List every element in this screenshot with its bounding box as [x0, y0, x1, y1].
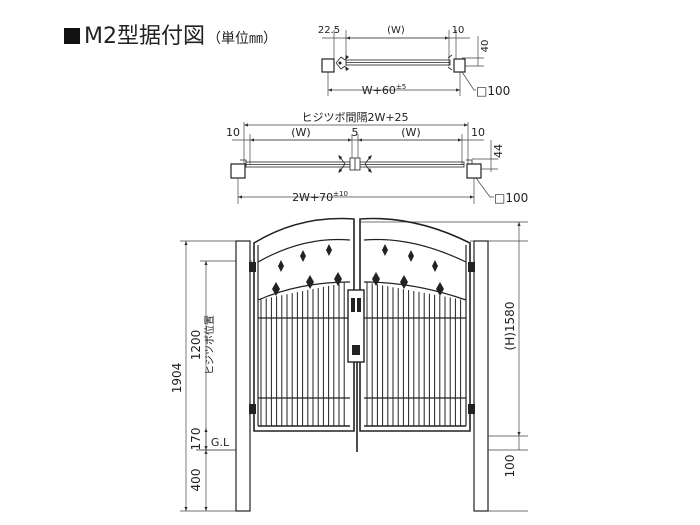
double-post-size: □100	[494, 191, 528, 205]
single-post-size: □100	[476, 84, 510, 98]
double-left-post	[230, 163, 246, 179]
gate-height-dim: (H)1580	[503, 302, 517, 351]
double-right-post	[466, 163, 482, 179]
single-gate-plan: 22.5 (W) 10 40 W+60±5 □100	[318, 25, 510, 98]
double-dim-right: 10	[471, 126, 485, 139]
right-gate-leaf	[359, 217, 471, 432]
ground-clearance-dim: 170	[189, 428, 203, 451]
diagram-title: M2型据付図（単位㎜）	[64, 18, 277, 50]
title-unit: （単位㎜）	[206, 31, 277, 47]
double-dim-left: 10	[226, 126, 240, 139]
right-post	[473, 240, 489, 512]
embed-depth-dim: 400	[189, 469, 203, 492]
upper-left-hinge	[249, 262, 256, 272]
double-dim-width: 2W+70±10	[292, 190, 348, 204]
hinge-spacing-label: ヒジツボ間隔2W+25	[301, 111, 408, 124]
hinge-height-dim: 1200	[189, 330, 203, 361]
double-dim-center: 5	[352, 126, 359, 139]
post-bottom-dim: 100	[503, 455, 517, 478]
single-dim-left: 22.5	[318, 25, 340, 36]
hinge-position-label: ヒジツボ位置	[203, 315, 216, 375]
gate-elevation: 1904 1200 ヒジツボ位置 170 G.L 400 (H)1580 100	[170, 217, 528, 512]
single-dim-depth: 40	[480, 40, 491, 53]
single-dim-right: 10	[452, 25, 465, 36]
double-dim-right-w: (W)	[401, 126, 420, 139]
lower-right-hinge	[468, 404, 475, 414]
double-dim-depth: 44	[492, 144, 505, 158]
single-dim-w: (W)	[387, 25, 405, 36]
upper-right-hinge	[468, 262, 475, 272]
left-gate-leaf	[253, 217, 355, 432]
single-left-post	[321, 58, 335, 73]
gate-bars	[260, 282, 462, 426]
double-dim-left-w: (W)	[291, 126, 310, 139]
lower-left-hinge	[249, 404, 256, 414]
single-right-post	[453, 58, 466, 73]
single-dim-width: W+60±5	[362, 83, 406, 97]
left-post	[235, 240, 251, 512]
ground-level-label: G.L	[211, 436, 230, 449]
double-gate-plan: ヒジツボ間隔2W+25 10 (W) 5 (W) 10 44	[226, 111, 528, 205]
title-square-icon	[64, 28, 80, 44]
title-text: M2型据付図	[84, 24, 205, 49]
gate-ornaments	[272, 244, 444, 296]
total-height-dim: 1904	[170, 363, 184, 394]
